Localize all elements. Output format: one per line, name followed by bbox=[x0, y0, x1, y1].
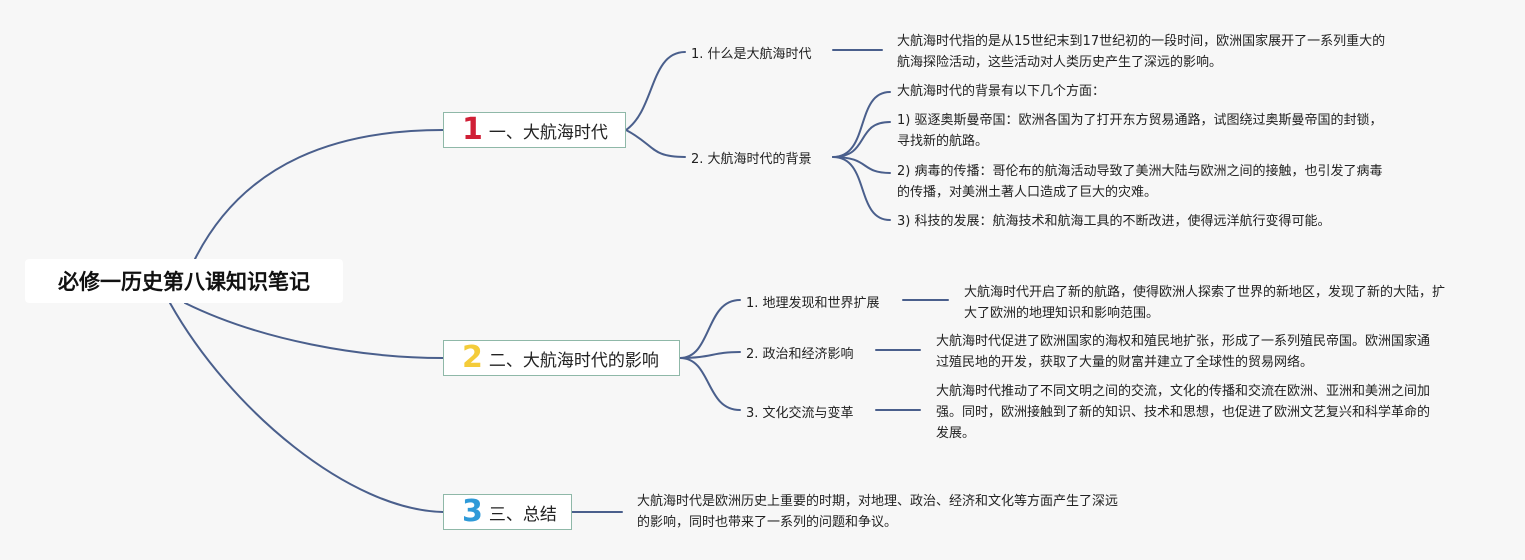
link-sub2-intro bbox=[832, 91, 891, 158]
root-title[interactable]: 必修一历史第八课知识笔记 bbox=[25, 259, 343, 303]
leaf-background-virus: 2) 病毒的传播：哥伦布的航海活动导致了美洲大陆与欧洲之间的接触，也引发了病毒的… bbox=[897, 164, 1383, 200]
number-2-badge: 2 bbox=[462, 340, 483, 375]
leaf-culture: 大航海时代推动了不同文明之间的交流，文化的传播和交流在欧洲、亚洲和美洲之间加强。… bbox=[936, 384, 1431, 441]
subtopic-culture[interactable]: 3. 文化交流与变革 bbox=[746, 406, 854, 421]
leaf-background-technology: 3) 科技的发展：航海技术和航海工具的不断改进，使得远洋航行变得可能。 bbox=[897, 214, 1331, 229]
subtopic-politics-economy[interactable]: 2. 政治和经济影响 bbox=[746, 347, 854, 362]
link-root-topic3 bbox=[169, 302, 444, 513]
leaf-geo-discovery: 大航海时代开启了新的航路，使得欧洲人探索了世界的新地区，发现了新的大陆，扩大了欧… bbox=[964, 285, 1446, 321]
leaf-politics-economy: 大航海时代促进了欧洲国家的海权和殖民地扩张，形成了一系列殖民帝国。欧洲国家通过殖… bbox=[936, 334, 1431, 370]
link-root-topic1 bbox=[194, 129, 444, 260]
link-root-topic2 bbox=[184, 302, 444, 359]
link-sub2-b bbox=[832, 156, 891, 174]
link-topic2-sub3 bbox=[679, 357, 741, 411]
subtopic-geo-discovery[interactable]: 1. 地理发现和世界扩展 bbox=[746, 296, 880, 311]
subtopic-background[interactable]: 2. 大航海时代的背景 bbox=[691, 152, 812, 167]
topic-2-label: 二、大航海时代的影响 bbox=[488, 350, 659, 371]
link-sub2-c bbox=[832, 156, 891, 221]
leaf-definition: 大航海时代指的是从15世纪末到17世纪初的一段时间，欧洲国家展开了一系列重大的航… bbox=[897, 34, 1386, 70]
topic-2-node[interactable]: 2 二、大航海时代的影响 bbox=[443, 340, 680, 376]
leaf-background-intro: 大航海时代的背景有以下几个方面： bbox=[897, 84, 1106, 99]
topic-1-node[interactable]: 1 一、大航海时代 bbox=[443, 112, 626, 148]
topic-3-node[interactable]: 3 三、总结 bbox=[443, 494, 572, 530]
number-3-badge: 3 bbox=[462, 494, 483, 529]
link-topic1-sub2 bbox=[625, 129, 686, 158]
leaf-summary: 大航海时代是欧洲历史上重要的时期，对地理、政治、经济和文化等方面产生了深远的影响… bbox=[637, 494, 1119, 530]
link-topic2-sub2 bbox=[679, 351, 741, 359]
topic-1-label: 一、大航海时代 bbox=[488, 122, 608, 143]
link-topic2-sub1 bbox=[679, 299, 741, 359]
leaf-background-ottoman: 1) 驱逐奥斯曼帝国：欧洲各国为了打开东方贸易通路，试图绕过奥斯曼帝国的封锁，寻… bbox=[897, 113, 1383, 149]
link-topic1-sub1 bbox=[625, 51, 686, 131]
number-1-badge: 1 bbox=[462, 112, 483, 147]
subtopic-what-is-age[interactable]: 1. 什么是大航海时代 bbox=[691, 47, 812, 62]
link-sub2-a bbox=[832, 121, 891, 158]
topic-3-label: 三、总结 bbox=[488, 504, 557, 525]
